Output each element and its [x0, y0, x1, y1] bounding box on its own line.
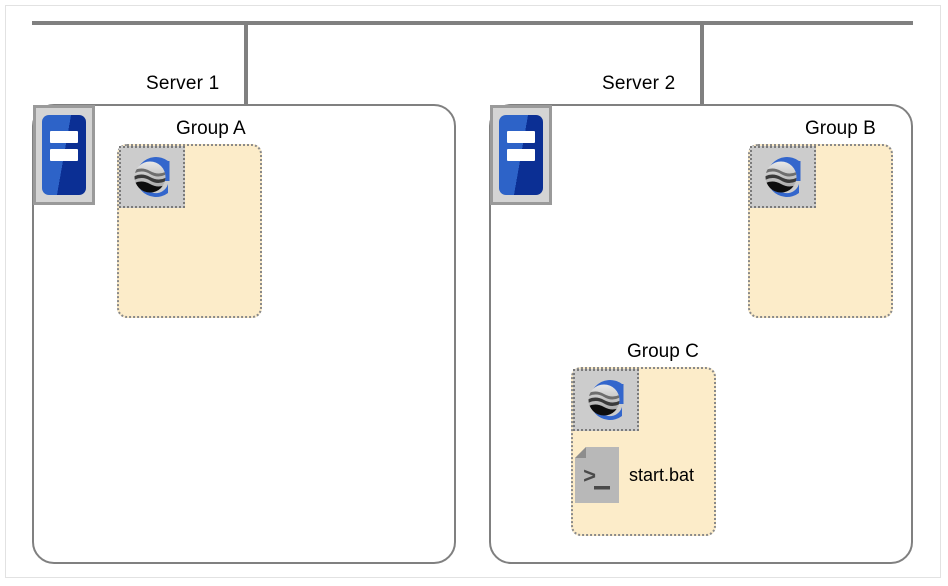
server-1-machine-icon	[33, 105, 95, 205]
bus-drop-line-server-1	[244, 21, 248, 106]
file-start-bat-label: start.bat	[629, 464, 695, 485]
bus-drop-line-server-2	[700, 21, 704, 106]
server-icon-bar-top	[506, 131, 536, 143]
server-icon-body	[499, 115, 543, 195]
glassfish-instance-icon	[588, 380, 624, 420]
file-start-bat-node[interactable]: > start.bat	[575, 447, 694, 503]
bus-horizontal-line	[32, 21, 913, 25]
server-icon-body	[42, 115, 86, 195]
group-c-label: Group C	[627, 341, 699, 362]
server-icon-bar-top	[49, 131, 79, 143]
server-icon-bar-bottom	[506, 148, 536, 161]
diagram-frame	[5, 5, 941, 578]
server-icon-bar-bottom	[49, 148, 79, 161]
svg-text:>: >	[583, 465, 596, 490]
instance-c1-node[interactable]	[573, 369, 639, 431]
group-b-label: Group B	[805, 118, 876, 139]
group-a-label: Group A	[176, 118, 246, 139]
instance-b1-node[interactable]	[750, 146, 816, 208]
batch-file-icon: >	[575, 447, 619, 503]
server-2-machine-icon	[490, 105, 552, 205]
server-1-label: Server 1	[146, 73, 220, 94]
glassfish-instance-icon	[134, 157, 170, 197]
instance-a1-node[interactable]	[119, 146, 185, 208]
server-2-label: Server 2	[602, 73, 676, 94]
glassfish-instance-icon	[765, 157, 801, 197]
